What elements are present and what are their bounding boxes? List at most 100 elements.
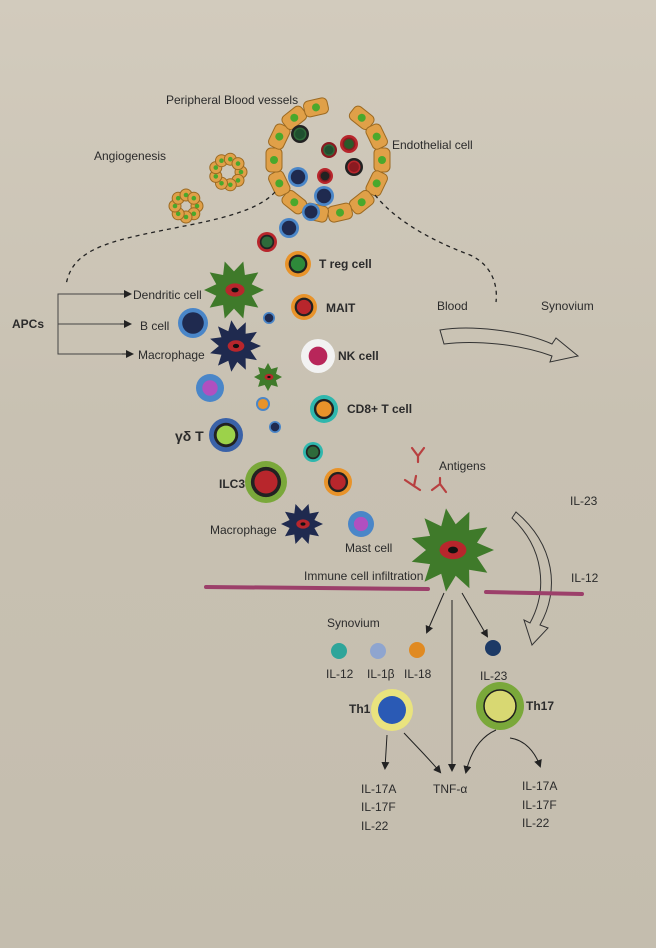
- endothelial-cell-icon: [348, 189, 375, 215]
- label-right-out-2: IL-17F: [522, 798, 557, 812]
- endothelial-cell-icon: [327, 202, 353, 223]
- lymphocyte-icon: [303, 442, 323, 462]
- arrow-icon: [403, 732, 442, 774]
- nk-cell: [301, 339, 335, 373]
- label-cd8: CD8+ T cell: [347, 402, 413, 416]
- label-gdt: γδ T: [175, 428, 204, 444]
- dendritic-cell-icon: [254, 363, 282, 391]
- macrophage-icon: [281, 504, 323, 544]
- lymphocyte-icon: [256, 397, 270, 411]
- label-il18: IL-18: [404, 667, 432, 681]
- apc-bracket: [57, 293, 130, 355]
- gamma-delta-t-cell: [209, 418, 243, 452]
- label-mait: MAIT: [326, 301, 356, 315]
- blood-vessel-ring: [265, 97, 391, 223]
- cytokine-curved-arrow: [511, 511, 552, 646]
- macrophage-icon: [210, 320, 261, 372]
- label-right-out-3: IL-22: [522, 816, 550, 830]
- mait-cell: [291, 294, 317, 320]
- label-synovium-bottom: Synovium: [327, 616, 380, 630]
- label-il12-right: IL-12: [571, 571, 599, 585]
- endothelial-cell-icon: [268, 123, 291, 150]
- lymphocyte-icon: [279, 218, 299, 238]
- endothelial-cell-icon: [348, 105, 375, 131]
- endothelial-cell-icon: [281, 105, 308, 131]
- treg-cell: [285, 251, 311, 277]
- lymphocyte-icon: [340, 135, 358, 153]
- label-treg: T reg cell: [319, 257, 372, 271]
- label-il12: IL-12: [326, 667, 354, 681]
- dendritic-cell-icon: [204, 261, 264, 319]
- cd8-t-cell: [310, 395, 338, 423]
- lymphocyte-icon: [263, 312, 275, 324]
- label-antigens: Antigens: [439, 459, 486, 473]
- endothelial-cell-icon: [365, 170, 388, 197]
- endothelial-cell-icon: [373, 147, 391, 173]
- endothelial-cell-icon: [365, 123, 388, 150]
- dendritic-cell-icon: [411, 508, 494, 592]
- label-mast: Mast cell: [345, 541, 393, 555]
- ilc3-cell: [245, 461, 287, 503]
- arrow-icon: [461, 592, 489, 638]
- label-blood: Blood: [437, 299, 468, 313]
- label-bcell: B cell: [140, 319, 170, 333]
- endothelial-cell-icon: [268, 170, 291, 197]
- antigen-icon: [403, 446, 448, 494]
- lymphocyte-icon: [324, 468, 352, 496]
- lymphocyte-icon: [269, 421, 281, 433]
- cytokine-dot-icon: [370, 643, 386, 659]
- lymphocyte-icon: [314, 186, 334, 206]
- infiltration-line: [204, 585, 430, 591]
- label-il1b: IL-1β: [367, 667, 395, 681]
- angiogenesis-cluster: [168, 152, 248, 224]
- label-endothelial: Endothelial cell: [392, 138, 473, 152]
- label-nk: NK cell: [338, 349, 379, 363]
- cytokine-dot-icon: [331, 643, 347, 659]
- dashed-boundary-right: [374, 194, 498, 303]
- th17-cell: [476, 682, 524, 730]
- label-synovium-top: Synovium: [541, 299, 594, 313]
- lymphocyte-icon: [257, 232, 277, 252]
- th1-cell: [371, 689, 413, 731]
- label-macrophage-bottom: Macrophage: [210, 523, 277, 537]
- label-peripheral-vessels: Peripheral Blood vessels: [166, 93, 299, 107]
- lymphocyte-icon: [291, 125, 309, 143]
- b-cell: [178, 308, 208, 338]
- lymphocyte-icon: [345, 158, 363, 176]
- mast-cell-icon: [196, 374, 224, 402]
- label-ilc3: ILC3: [219, 477, 246, 491]
- infiltration-line-right: [484, 590, 584, 596]
- endothelial-cell-icon: [281, 189, 308, 215]
- label-infiltration: Immune cell infiltration: [304, 569, 424, 583]
- label-il23-right: IL-23: [570, 494, 598, 508]
- label-left-out-1: IL-17A: [361, 782, 397, 796]
- label-th1: Th1: [349, 702, 371, 716]
- endothelial-cell-icon: [265, 147, 283, 173]
- label-apcs: APCs: [12, 317, 45, 331]
- label-left-out-2: IL-17F: [361, 800, 396, 814]
- label-dendritic: Dendritic cell: [133, 288, 202, 302]
- label-macrophage-left: Macrophage: [138, 348, 205, 362]
- label-right-out-1: IL-17A: [522, 779, 558, 793]
- arrow-icon: [425, 592, 445, 634]
- arrow-icon: [463, 729, 497, 774]
- cytokine-dot-icon: [409, 642, 425, 658]
- label-left-out-3: IL-22: [361, 819, 389, 833]
- label-angiogenesis: Angiogenesis: [94, 149, 167, 163]
- arrow-icon: [509, 737, 542, 768]
- label-tnf: TNF-α: [433, 782, 468, 796]
- arrow-icon: [381, 734, 390, 770]
- lymphocyte-icon: [317, 168, 333, 184]
- endothelial-cell-icon: [303, 97, 329, 118]
- mast-cell: [348, 511, 374, 537]
- lymphocyte-icon: [288, 167, 308, 187]
- lymphocyte-icon: [321, 142, 337, 158]
- label-th17: Th17: [526, 699, 555, 713]
- blood-synovium-arrow: [439, 327, 580, 363]
- dashed-boundary-left: [65, 191, 276, 286]
- label-il23: IL-23: [480, 669, 508, 683]
- cytokine-dot-icon: [485, 640, 501, 656]
- lymphocyte-icon: [302, 203, 320, 221]
